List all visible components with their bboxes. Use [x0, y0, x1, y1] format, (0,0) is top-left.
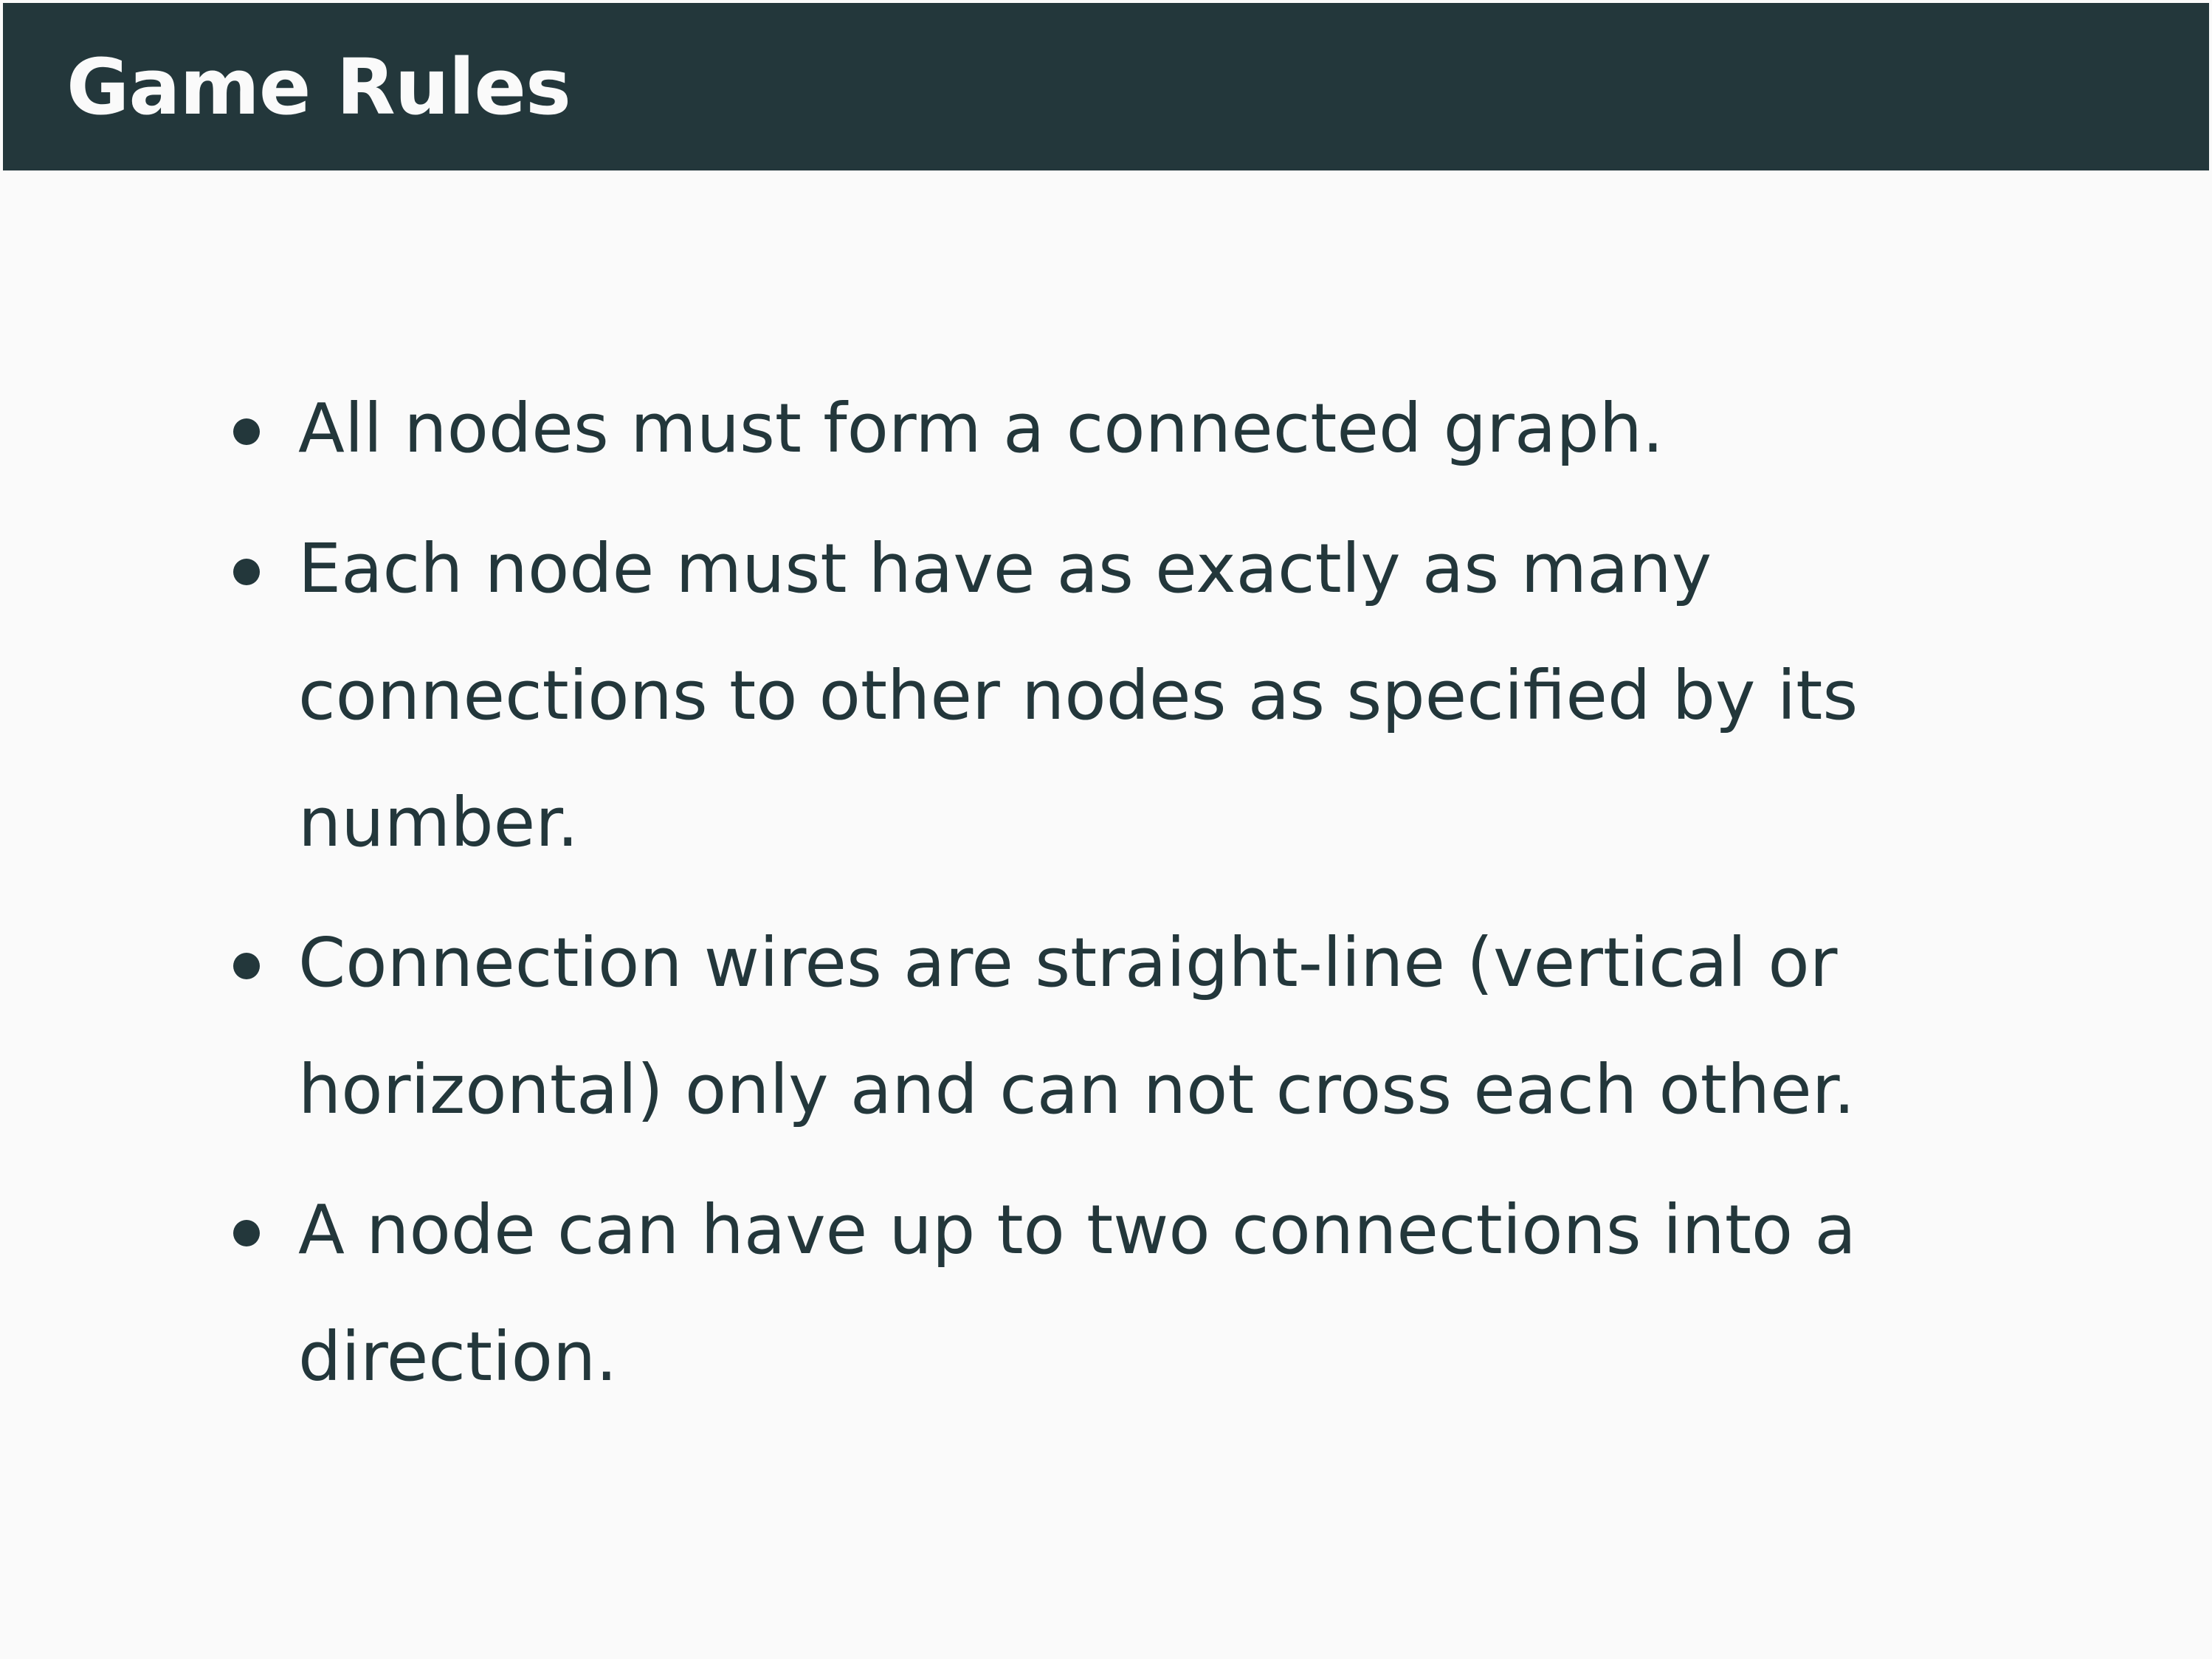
- rule-item: Each node must have as exactly as many c…: [221, 506, 2008, 886]
- rule-text: Connection wires are straight-line (vert…: [298, 923, 1856, 1129]
- bullet-icon: [233, 559, 260, 585]
- frame-title-bar: Game Rules: [3, 3, 2209, 170]
- rules-list: All nodes must form a connected graph. E…: [221, 365, 2008, 1421]
- rule-item: All nodes must form a connected graph.: [221, 365, 2008, 492]
- slide-title: Game Rules: [66, 41, 571, 132]
- rule-text: All nodes must form a connected graph.: [298, 389, 1664, 468]
- bullet-icon: [233, 1220, 260, 1246]
- bullet-icon: [233, 953, 260, 979]
- rule-item: A node can have up to two connections in…: [221, 1167, 2008, 1421]
- bullet-icon: [233, 418, 260, 445]
- rule-item: Connection wires are straight-line (vert…: [221, 900, 2008, 1153]
- rule-text: A node can have up to two connections in…: [298, 1190, 1856, 1396]
- rule-text: Each node must have as exactly as many c…: [298, 529, 1858, 862]
